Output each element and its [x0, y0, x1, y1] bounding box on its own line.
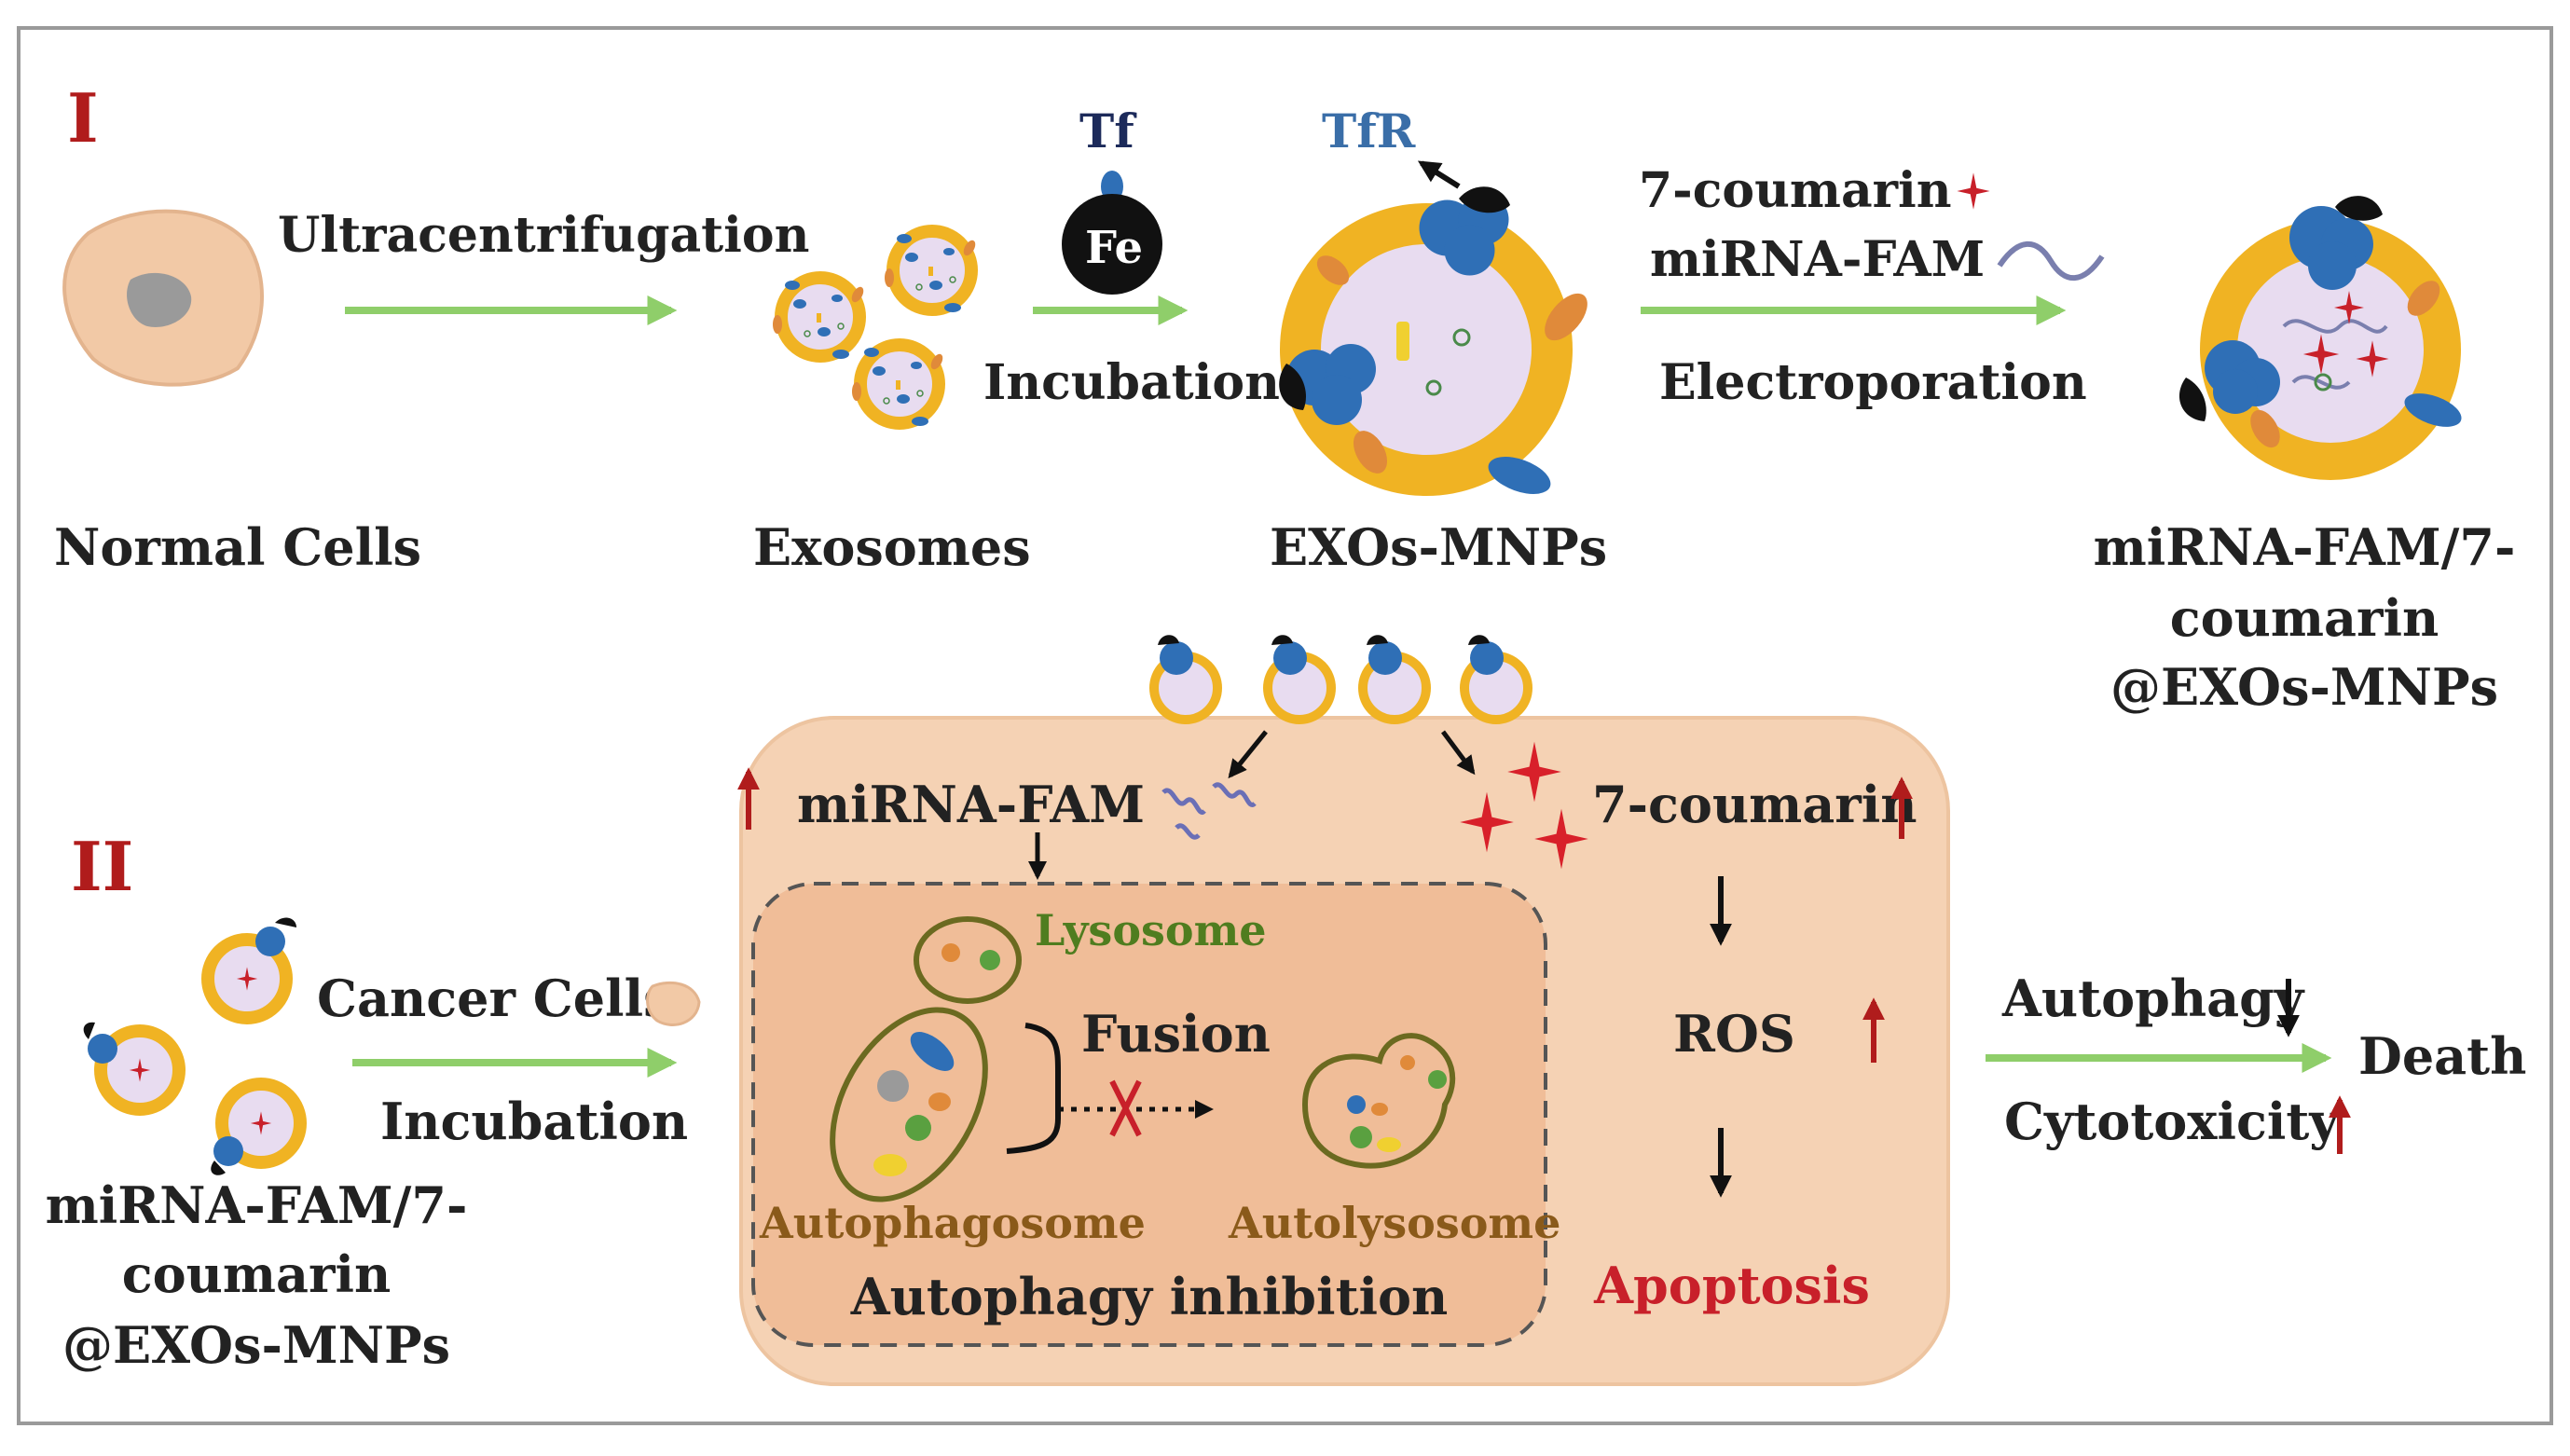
arrow-to-coumarin: [1440, 730, 1476, 776]
cancer-cells-label: Cancer Cells: [317, 968, 671, 1028]
electroporation-label: Electroporation: [1659, 354, 2087, 411]
final-label-line3: @EXOs-MNPs: [2110, 657, 2498, 717]
incubation-label-1: Incubation: [983, 354, 1280, 411]
exosomes-label: Exosomes: [753, 517, 1031, 577]
fusion-bracket: [1006, 1023, 1061, 1154]
left-label-line3: @EXOs-MNPs: [62, 1315, 450, 1375]
ultracentrifugation-label: Ultracentrifugation: [278, 207, 809, 264]
autophagosome-label: Autophagosome: [759, 1198, 1146, 1248]
death-label: Death: [2358, 1026, 2526, 1086]
docking-exosomes-icon: [1149, 635, 1532, 724]
small-cancer-cell-icon: [646, 981, 701, 1026]
lysosome-label: Lysosome: [1035, 905, 1267, 955]
normal-cell-icon: [62, 209, 264, 387]
autophagy-inhibition-label: Autophagy inhibition: [850, 1267, 1449, 1326]
block-x-icon: [1109, 1079, 1142, 1137]
final-label-line1: miRNA-FAM/7-: [2094, 517, 2516, 577]
tf-label: Tf: [1079, 103, 1137, 158]
iron-nanoparticle-icon: Fe: [1062, 171, 1162, 295]
incubation-label-2: Incubation: [380, 1092, 688, 1151]
panel-1-numeral: I: [67, 78, 99, 158]
lysosome-icon: [914, 916, 1022, 1004]
reagent-mirna-fam: miRNA-FAM: [1650, 231, 1985, 288]
arrow-to-mirna: [1228, 730, 1268, 779]
autophagosome-icon: [830, 1007, 988, 1202]
apoptosis-label: Apoptosis: [1593, 1256, 1870, 1315]
ros-label: ROS: [1673, 1004, 1795, 1064]
exos-mnps-label: EXOs-MNPs: [1270, 517, 1607, 577]
mirna-strands-icon: [1161, 782, 1257, 840]
autolysosome-icon: [1301, 1033, 1456, 1169]
left-label-line1: miRNA-FAM/7-: [46, 1175, 468, 1235]
mirna-strand-icon: [1997, 240, 2105, 282]
autolysosome-label: Autolysosome: [1228, 1198, 1560, 1248]
normal-cells-label: Normal Cells: [54, 517, 421, 577]
reagent-7-coumarin: 7-coumarin: [1639, 162, 1952, 219]
loaded-exosomes-cluster-icon: [83, 917, 307, 1175]
exos-mnps-icon: [1279, 186, 1587, 496]
tfr-pointer-arrow: [1417, 160, 1461, 189]
tfr-label: TfR: [1322, 103, 1416, 158]
left-label-line2: coumarin: [122, 1244, 392, 1304]
final-label-line2: coumarin: [2170, 588, 2439, 648]
loaded-exosome-icon: [2178, 196, 2462, 480]
coumarin-label: 7-coumarin: [1592, 775, 1917, 834]
fe-label: Fe: [1085, 222, 1143, 274]
mirna-fam-label: miRNA-FAM: [797, 775, 1145, 834]
cytotoxicity-label: Cytotoxicity: [2004, 1092, 2340, 1151]
fusion-label: Fusion: [1081, 1004, 1271, 1064]
autophagy-label: Autophagy: [2001, 968, 2305, 1028]
panel-2-numeral: II: [71, 827, 133, 906]
